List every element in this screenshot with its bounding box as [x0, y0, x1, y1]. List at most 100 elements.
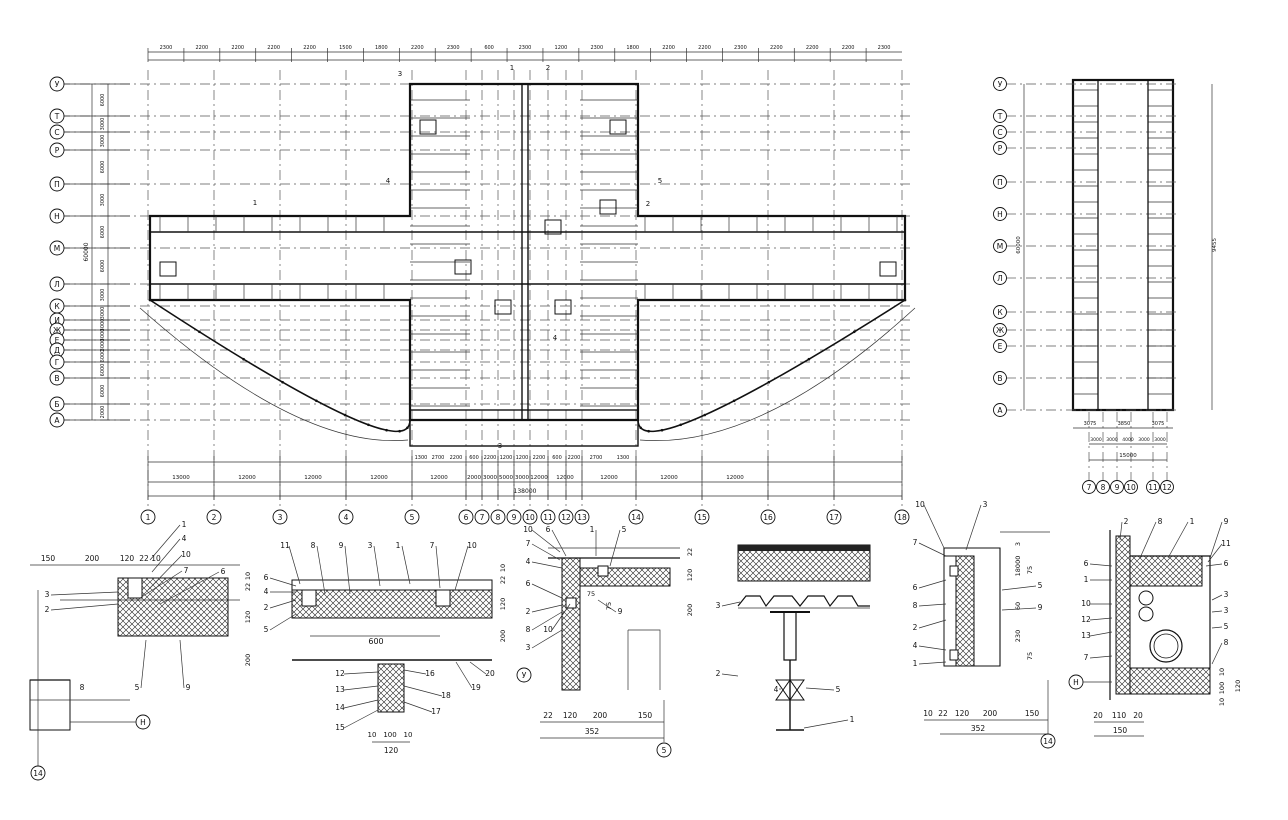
callout-leader: [403, 685, 443, 697]
d2-callout-left: 5: [264, 625, 269, 634]
callout-leader: [918, 661, 947, 665]
bottom-dim-text: 12000: [556, 475, 574, 481]
callout-leader: [343, 671, 379, 675]
d3-small-dim: 75: [605, 602, 613, 610]
d1-dim-right: 200: [244, 654, 252, 666]
callout-leader: [609, 529, 621, 567]
d5-dim-right: 60: [1014, 602, 1022, 610]
side-col-axis-bubble: 11: [1148, 483, 1158, 492]
callout-leader: [805, 687, 835, 691]
d1-callout: 4: [182, 534, 187, 543]
d5-axis-bubble: 14: [1043, 737, 1053, 746]
col-axis-bubble-circle: [628, 509, 644, 525]
callout-leader: [454, 545, 469, 591]
d2-dim-right: 22: [499, 576, 507, 584]
side-row-axis-bubble: В: [997, 374, 1002, 383]
callout-leader: [50, 591, 119, 596]
d2-callout-bottom: 19: [471, 683, 481, 692]
section-mark: 1: [253, 199, 257, 207]
callout-leader: [1089, 563, 1113, 567]
bottom-dim-text: 2700: [432, 455, 445, 461]
bottom-dim-text: 12000: [238, 475, 256, 481]
d2-dim-bottom: 100: [383, 731, 396, 739]
d4-membrane: [738, 545, 870, 551]
section-mark: 3: [498, 442, 502, 450]
callout-leader: [344, 545, 351, 595]
d2-callout-left: 2: [264, 603, 269, 612]
section-mark: 3: [398, 70, 402, 78]
bottom-dim-text: 12000: [726, 475, 744, 481]
bottom-dim-text: 2200: [533, 455, 546, 461]
entrance-block: [409, 409, 639, 447]
bottom-dim-text: 2000: [467, 475, 481, 481]
side-col-axis-bubble: 8: [1101, 483, 1106, 492]
top-dim-text: 600: [484, 45, 494, 51]
d5-frame: [943, 547, 1001, 667]
d4-callout: 2: [716, 669, 721, 678]
callout-leader: [139, 570, 183, 599]
callout-leader: [1089, 631, 1113, 637]
d3-opening: [627, 629, 661, 690]
col-axis-bubble-circle: [206, 509, 222, 525]
left-dim-text: 6000: [100, 161, 106, 174]
d3-callout: 6: [526, 579, 531, 588]
d2-callout-top: 11: [280, 541, 290, 550]
bottom-dim-text: 13000: [172, 475, 190, 481]
col-axis-bubble-circle: [272, 509, 288, 525]
section-mark: 4: [553, 334, 558, 342]
d2-callout-bottom: 18: [441, 691, 451, 700]
side-dim-text: 3850: [1118, 421, 1131, 427]
callout-leader: [179, 639, 185, 689]
room-fixture: [544, 219, 562, 235]
callout-leader: [159, 571, 220, 605]
side-row-axis-bubble: Л: [997, 274, 1003, 283]
d1-callout: 8: [80, 683, 85, 692]
d1-dim: 200: [85, 554, 100, 563]
facade-column: [367, 423, 370, 427]
d6-callout-top: 6: [1224, 559, 1229, 568]
section-mark: 2: [546, 64, 550, 72]
col-axis-bubble-circle: [540, 509, 556, 525]
left-dim-text: 2000: [100, 406, 106, 419]
top-dim-text: 2200: [411, 45, 424, 51]
row-axis-bubble-circle: [49, 412, 65, 428]
top-dim-text: 2300: [878, 45, 891, 51]
d6-callout-left: 13: [1081, 631, 1091, 640]
top-dim-text: 2200: [662, 45, 675, 51]
d3-callout: 10: [523, 525, 533, 534]
bottom-dim-text: 3000: [483, 475, 497, 481]
facade-column: [406, 426, 409, 430]
facade-column: [343, 413, 347, 417]
d2-callout-left: 6: [264, 573, 269, 582]
callout-leader: [1001, 607, 1037, 611]
callout-leader: [455, 661, 473, 689]
d5-callout-top: 6: [913, 583, 918, 592]
callout-leader: [531, 629, 563, 649]
curved-facade-outer: [139, 307, 916, 441]
callout-leader: [288, 545, 301, 585]
facade-column: [398, 429, 401, 433]
facade-column: [679, 423, 683, 427]
d6-dim-right: 10: [1218, 668, 1226, 676]
d2-bracket-right: [435, 589, 451, 607]
d2-callout-bottom: 16: [425, 669, 435, 678]
bottom-dim-text: 12000: [304, 475, 322, 481]
facade-column: [636, 418, 640, 422]
callout-leader: [918, 542, 947, 557]
side-row-axis-bubble: Е: [998, 342, 1003, 351]
d6-dim-right: 100: [1218, 682, 1226, 694]
bottom-dim-text: 3000: [515, 475, 529, 481]
col-axis-bubble: 16: [763, 513, 773, 522]
left-dim-text: 6000: [100, 350, 106, 363]
d5-insulation: [955, 555, 975, 667]
d5-callout-right: 5: [1038, 581, 1043, 590]
side-row-axis-bubble: М: [997, 242, 1003, 251]
top-dim-text: 1200: [555, 45, 568, 51]
d1-bracket: [127, 577, 143, 599]
side-row-axis-bubble-circle: [993, 175, 1007, 189]
callout-leader: [1209, 521, 1223, 559]
d3-small-dim: 75: [587, 590, 595, 598]
